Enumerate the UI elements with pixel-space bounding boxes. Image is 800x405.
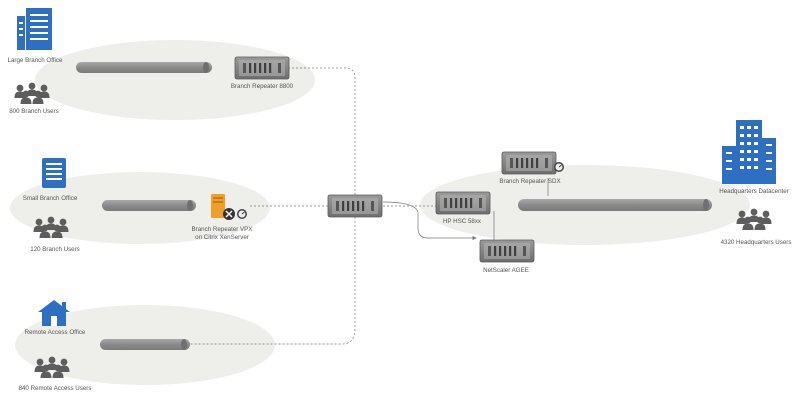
people-group-icon [736, 208, 772, 230]
headquarters-office-label: Headquarters Datacenter [719, 188, 788, 195]
house-icon [38, 300, 70, 326]
gauge-icon [554, 162, 564, 172]
hp-hsc-switch [435, 191, 491, 215]
large-branch-users-label: 800 Branch Users [9, 108, 59, 115]
wan-link-large-remote [190, 67, 356, 345]
office-building-icon [17, 8, 52, 50]
pipe-headquarters [518, 199, 712, 211]
netscaler-agee [479, 239, 535, 263]
branch-repeater-sdx-label: Branch Repeater SDX [499, 178, 560, 185]
branch-repeater-8800-label: Branch Repeater 8800 [231, 83, 294, 90]
netscaler-label: NetScaler AGEE [483, 267, 529, 274]
xen-x-icon [223, 208, 235, 220]
large-branch-office-label: Large Branch Office [8, 57, 63, 64]
remote-access-office-label: Remote Access Office [25, 329, 86, 336]
small-office-icon [42, 158, 66, 188]
datacenter-buildings-icon [722, 120, 776, 184]
hp-hsc-label: HP HSC 58xx [443, 218, 482, 225]
pipe-remote-access [100, 339, 190, 350]
small-branch-office-label: Small Branch Office [23, 195, 78, 202]
headquarters-users-label: 4320 Headquarters Users [721, 239, 792, 246]
branch-repeater-sdx [501, 151, 557, 175]
gauge-icon [237, 209, 247, 219]
remote-access-users-label: 840 Remote Access Users [19, 385, 92, 392]
branch-repeater-8800 [234, 56, 290, 80]
branch-repeater-vpx-label-line2: on Citrix XenServer [195, 234, 249, 241]
branch-repeater-vpx-label-line1: Branch Repeater VPX [192, 226, 253, 233]
wan-links [190, 67, 438, 345]
central-wan-appliance [327, 194, 383, 218]
small-branch-users-label: 120 Branch Users [30, 246, 80, 253]
pipe-small-branch [102, 200, 196, 211]
pipe-large-branch [76, 62, 212, 73]
xenserver-vpx-server-icon [211, 194, 225, 218]
large-branch-site-area [35, 40, 315, 120]
people-group-icon [14, 82, 50, 104]
link-to-netscaler [382, 201, 477, 241]
